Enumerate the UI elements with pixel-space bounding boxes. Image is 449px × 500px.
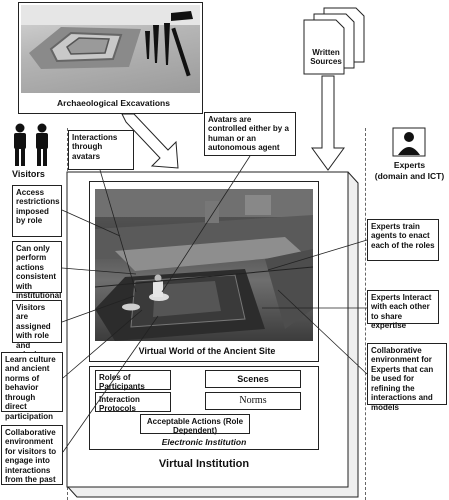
written-sources-arrow [311,75,345,171]
visitors-group: Visitors [6,123,58,183]
visitors-icon [14,123,48,166]
excavation-caption: Archaeological Excavations [57,98,170,108]
experts-separator [365,128,366,500]
electronic-institution-label: Electronic Institution [161,437,247,447]
excavation-photo [21,5,200,93]
experts-label-2: (domain and ICT) [374,171,445,181]
written-sources-label: Written Sources [310,48,342,67]
virtual-world-frame: Virtual World of the Ancient Site [89,181,319,362]
callout-experts-train: Experts train agents to enact each of th… [367,219,439,261]
callout-interactions-through-avatars: Interactions through avatars [68,130,134,170]
virtual-world-caption: Virtual World of the Ancient Site [138,346,276,356]
scenes: Scenes [205,370,301,388]
artifacts [145,11,193,77]
experts-label-1: Experts [393,160,426,170]
acceptable-actions: Acceptable Actions (Role Dependent) [140,414,250,435]
virtual-institution-label: Virtual Institution [158,458,250,470]
visitors-label: Visitors [12,169,45,179]
written-sources: Written Sources [300,6,370,76]
excavation-panel: Archaeological Excavations [18,2,203,114]
callout-access-restrictions: Access restrictions imposed by role [12,185,62,237]
excavation-arrow [121,113,179,169]
callout-avatars-controlled: Avatars are controlled either by a human… [204,112,296,156]
callout-collab-visitors: Collaborative environment for visitors t… [1,425,63,485]
interaction-protocols: Interaction Protocols [95,392,171,413]
callout-experts-interact: Experts Interact with each other to shar… [367,290,439,330]
callout-collab-experts: Collaborative environment for Experts th… [367,343,447,412]
expert-icon [392,127,426,157]
callout-can-only-perform: Can only perform actions consistent with… [12,241,62,310]
callout-learn-culture: Learn culture and ancient norms of behav… [1,352,63,421]
virtual-world-image [95,189,313,341]
electronic-institution-box: Roles of Participants Scenes Interaction… [89,366,319,450]
experts-group: Experts (domain and ICT) [370,127,449,193]
norms: Norms [205,392,301,410]
